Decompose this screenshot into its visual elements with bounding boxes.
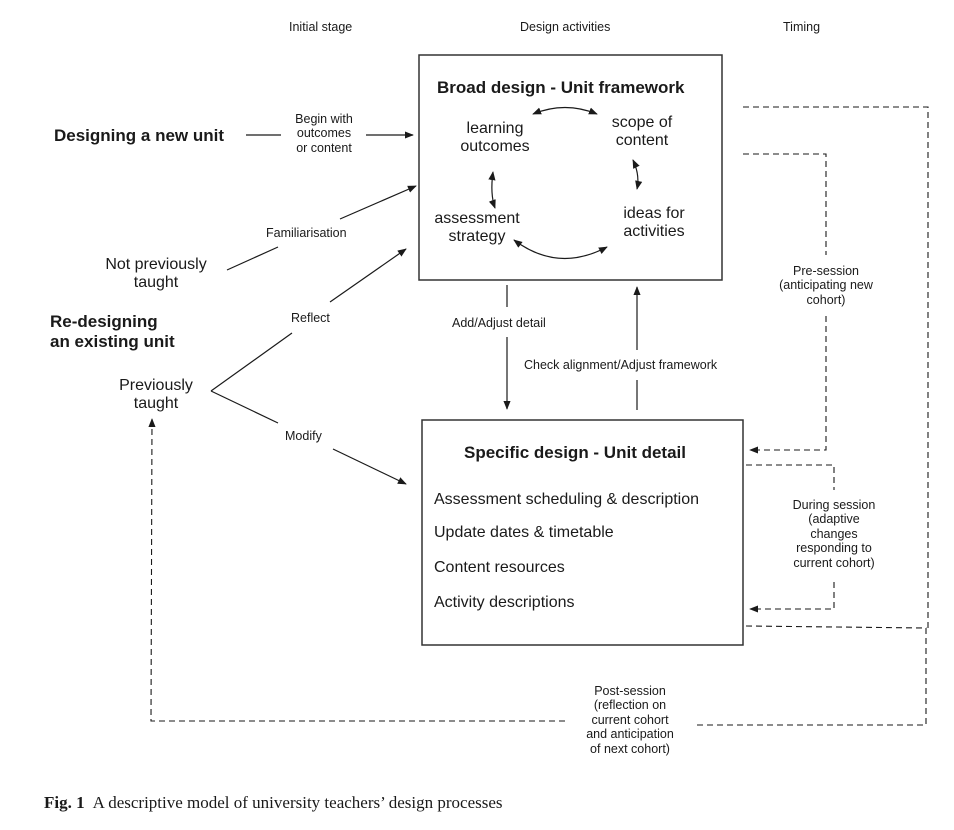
begin-with-line-1: Begin with [295, 112, 353, 126]
not-previously-line-2: taught [133, 274, 179, 292]
check-alignment-label: Check alignment/Adjust framework [524, 358, 718, 372]
post-session-line-1: Post-session [594, 684, 666, 698]
pre-session-label: Pre-session (anticipating new cohort) [766, 264, 886, 307]
specific-item: Content resources [434, 559, 565, 576]
header-timing: Timing [783, 20, 821, 34]
assessment-strategy-node: assessment strategy [425, 210, 529, 247]
modify-label: Modify [285, 429, 322, 443]
broad-design-box [418, 54, 723, 281]
scope-line-2: content [615, 132, 669, 150]
learning-outcomes-node: learning outcomes [450, 120, 540, 157]
scope-line-1: scope of [611, 114, 673, 131]
assessment-line-2: strategy [448, 228, 506, 246]
post-session-outer-path [743, 106, 929, 628]
pre-session-path-bottom [749, 316, 827, 454]
reflect-line [210, 332, 293, 392]
pre-session-line-1: Pre-session [793, 264, 859, 278]
figure-caption: Fig. 1 A descriptive model of university … [44, 793, 503, 813]
reflect-label: Reflect [291, 311, 330, 325]
assessment-outcomes-arrow [488, 171, 496, 209]
scope-of-content-node: scope of content [600, 114, 684, 151]
broad-design-title: Broad design - Unit framework [437, 78, 685, 97]
specific-item: Update dates & timetable [434, 524, 614, 541]
post-session-label: Post-session (reflection on current coho… [568, 684, 692, 756]
learning-outcomes-line-1: learning [466, 120, 524, 137]
header-initial-stage: Initial stage [289, 20, 353, 34]
redesigning-label: Re-designing an existing unit [50, 312, 175, 351]
designing-new-unit-label: Designing a new unit [54, 126, 225, 145]
previously-taught-line-2: taught [133, 395, 179, 413]
activities-assessment-arrow [513, 239, 608, 260]
specific-design-box [421, 419, 744, 646]
specific-item: Assessment scheduling & description [434, 491, 700, 508]
during-session-label: During session (adaptive changes respond… [772, 498, 896, 570]
pre-session-path-top [743, 153, 827, 255]
ideas-line-2: activities [623, 223, 685, 241]
redesigning-line-1: Re-designing [50, 312, 158, 331]
previously-taught-line-1: Previously [119, 377, 193, 394]
post-session-line-2: (reflection on [593, 698, 667, 713]
post-session-line-3: current cohort [591, 712, 669, 727]
learning-outcomes-line-2: outcomes [460, 138, 530, 156]
post-session-return-path [148, 418, 565, 722]
specific-item: Activity descriptions [434, 594, 575, 611]
pre-session-line-2: (anticipating new [779, 278, 873, 293]
during-session-line-3: changes [810, 526, 858, 541]
begin-with-label: Begin with outcomes or content [284, 112, 364, 155]
not-previously-line-1: Not previously [105, 256, 207, 273]
ideas-line-1: ideas for [623, 205, 685, 222]
during-session-line-1: During session [792, 498, 876, 512]
specific-design-title: Specific design - Unit detail [464, 443, 686, 462]
during-session-path-top [746, 464, 835, 490]
during-session-line-4: responding to [796, 541, 872, 556]
during-session-line-2: (adaptive [808, 512, 860, 527]
outcomes-scope-arrow [532, 106, 598, 115]
familiarisation-label: Familiarisation [266, 226, 347, 240]
post-session-line-5: of next cohort) [590, 741, 670, 756]
not-previously-taught-label: Not previously taught [96, 256, 216, 293]
during-session-line-5: current cohort) [793, 555, 875, 570]
reflect-arrow [329, 248, 407, 303]
assessment-line-1: assessment [434, 210, 520, 227]
redesigning-line-2: an existing unit [50, 331, 175, 351]
modify-arrow [332, 448, 407, 485]
post-session-line-4: and anticipation [586, 727, 674, 742]
scope-activities-arrow [632, 159, 643, 190]
pre-session-line-3: cohort) [806, 292, 846, 307]
begin-with-line-2: outcomes [296, 126, 352, 141]
post-session-box2-path [693, 625, 927, 726]
ideas-for-activities-node: ideas for activities [610, 205, 698, 242]
figure-label: Fig. 1 [44, 793, 85, 812]
previously-taught-label: Previously taught [108, 377, 204, 414]
add-adjust-detail-label: Add/Adjust detail [452, 316, 546, 330]
begin-with-line-3: or content [296, 140, 352, 155]
modify-line [210, 390, 279, 424]
figure-caption-text: A descriptive model of university teache… [92, 793, 503, 812]
not-taught-line [226, 246, 279, 271]
during-session-path-bottom [749, 582, 835, 613]
header-design-activities: Design activities [520, 20, 611, 34]
familiarisation-arrow [339, 185, 417, 220]
